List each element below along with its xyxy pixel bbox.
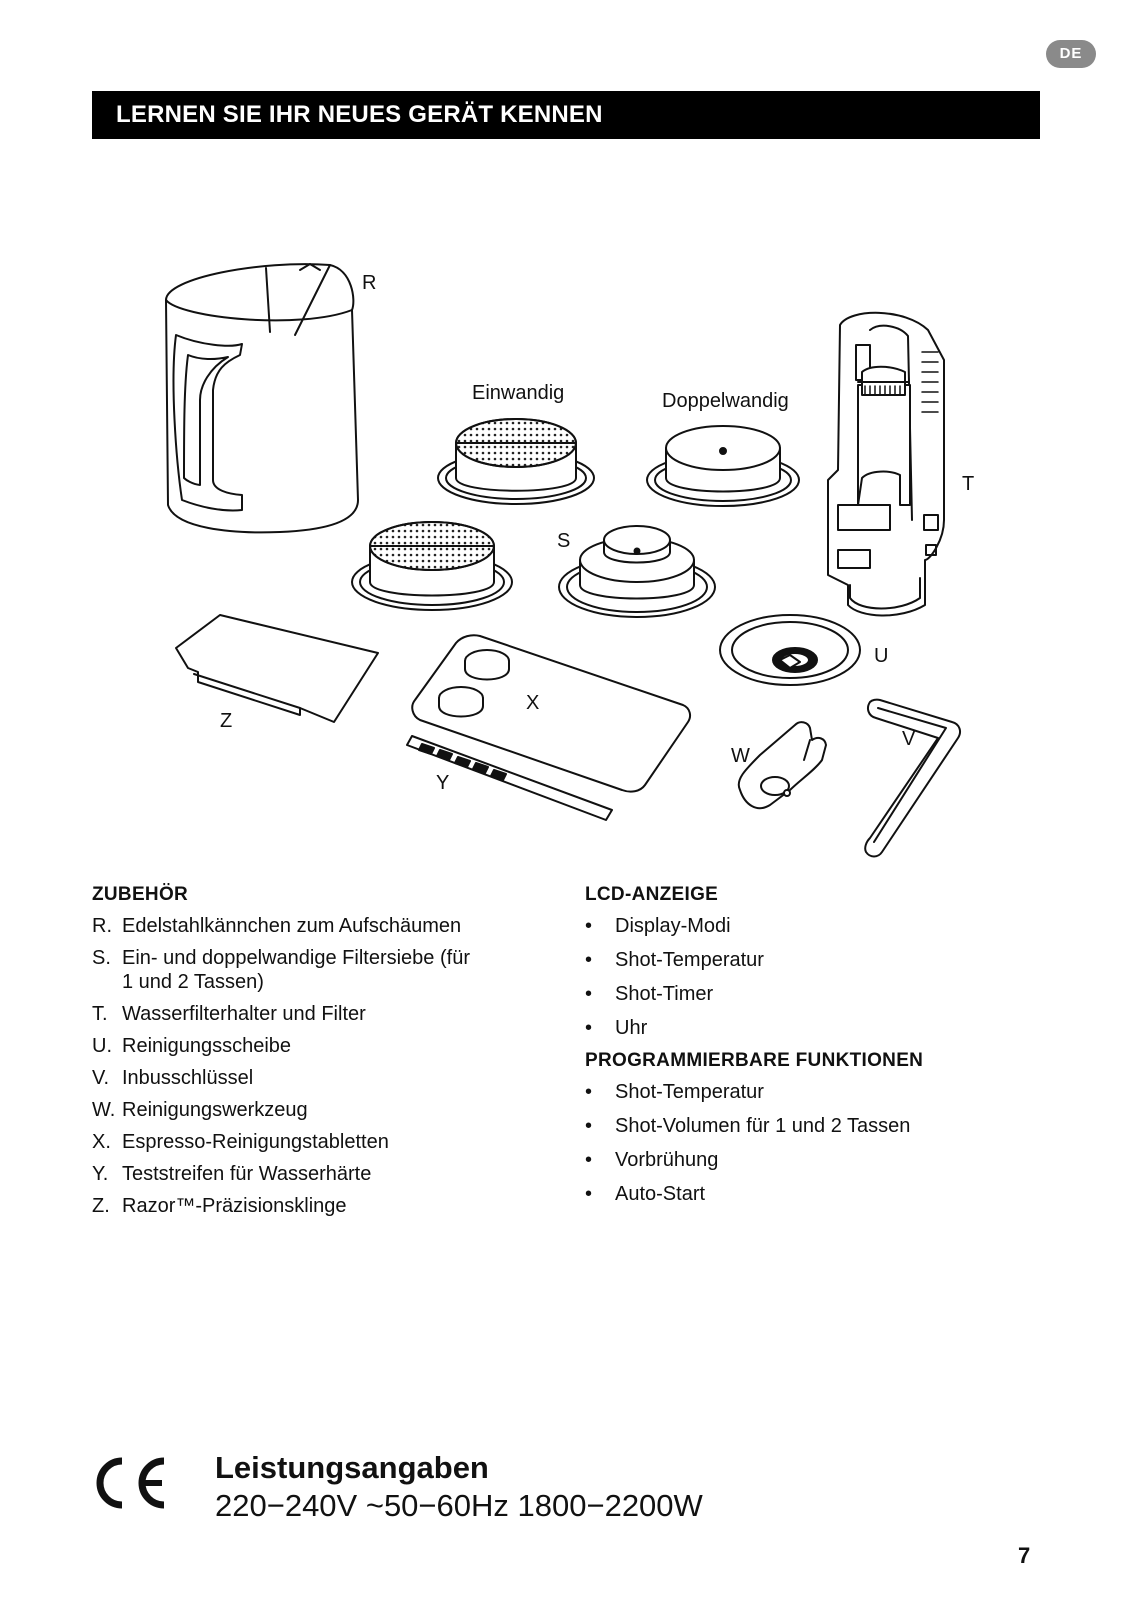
label-y: Y — [436, 772, 450, 794]
list-item: S.Ein- und doppelwandige Filtersiebe (fü… — [92, 947, 470, 993]
accessories-heading: ZUBEHÖR — [92, 884, 189, 905]
language-badge: DE — [1046, 40, 1096, 68]
programmable-heading: PROGRAMMIERBARE FUNKTIONEN — [585, 1050, 924, 1071]
section-header: LERNEN SIE IHR NEUES GERÄT KENNEN — [92, 91, 1040, 139]
label-r: R — [362, 272, 377, 294]
page-number: 7 — [1018, 1543, 1031, 1568]
cleaning-tablets-drawing — [411, 634, 692, 793]
ce-mark-icon — [96, 1457, 165, 1509]
list-item: •Uhr — [585, 1017, 648, 1039]
lcd-list: •Display-Modi •Shot-Temperatur •Shot-Tim… — [585, 914, 1045, 1040]
label-t: T — [962, 473, 975, 495]
label-u: U — [874, 645, 889, 667]
label-einwandig: Einwandig — [472, 382, 565, 404]
list-item: •Shot-Volumen für 1 und 2 Tassen — [585, 1115, 911, 1137]
double-wall-filter-1-cup — [646, 425, 800, 507]
list-item: R.Edelstahlkännchen zum Aufschäumen — [92, 915, 462, 937]
test-strip-drawing — [406, 735, 613, 821]
label-v: V — [902, 728, 916, 750]
list-item: •Shot-Timer — [585, 983, 714, 1005]
list-item: U.Reinigungsscheibe — [92, 1035, 292, 1057]
list-item: X.Espresso-Reinigungstabletten — [92, 1131, 389, 1153]
accessories-list: R.Edelstahlkännchen zum Aufschäumen S.Ei… — [92, 914, 532, 1218]
list-item: Z.Razor™-Präzisionsklinge — [92, 1195, 347, 1217]
list-item: •Display-Modi — [585, 915, 731, 937]
list-item: •Vorbrühung — [585, 1149, 719, 1171]
hex-key-drawing — [864, 698, 961, 858]
accessories-illustration — [165, 263, 961, 858]
double-wall-filter-2-cup — [558, 525, 716, 618]
label-s: S — [557, 530, 571, 552]
water-filter-holder-drawing — [827, 311, 945, 617]
accessories-section: ZUBEHÖR R.Edelstahlkännchen zum Aufschäu… — [92, 884, 532, 1226]
single-wall-filter-1-cup — [437, 418, 595, 505]
cleaning-disc-drawing — [719, 614, 861, 686]
list-item: •Shot-Temperatur — [585, 1081, 764, 1103]
features-section: LCD-ANZEIGE •Display-Modi •Shot-Temperat… — [585, 884, 1045, 1216]
list-item: Y.Teststreifen für Wasserhärte — [92, 1163, 372, 1185]
label-x: X — [526, 692, 540, 714]
label-w: W — [731, 745, 750, 767]
razor-blade-drawing — [175, 614, 379, 723]
label-doppelwandig: Doppelwandig — [662, 390, 789, 412]
section-title: LERNEN SIE IHR NEUES GERÄT KENNEN — [116, 101, 603, 128]
cleaning-tool-drawing — [737, 721, 827, 810]
list-item: T.Wasserfilterhalter und Filter — [92, 1003, 366, 1025]
label-z: Z — [220, 710, 233, 732]
list-item: •Auto-Start — [585, 1183, 706, 1205]
list-item: V.Inbusschlüssel — [92, 1067, 254, 1089]
single-wall-filter-2-cup — [351, 521, 513, 611]
programmable-list: •Shot-Temperatur •Shot-Volumen für 1 und… — [585, 1080, 1045, 1206]
list-item: W.Reinigungswerkzeug — [92, 1099, 308, 1121]
performance-title: Leistungsangaben — [215, 1450, 489, 1485]
lcd-heading: LCD-ANZEIGE — [585, 884, 719, 905]
performance-spec: 220−240V ~50−60Hz 1800−2200W — [215, 1488, 703, 1523]
milk-jug-drawing — [165, 263, 359, 534]
list-item: •Shot-Temperatur — [585, 949, 764, 971]
